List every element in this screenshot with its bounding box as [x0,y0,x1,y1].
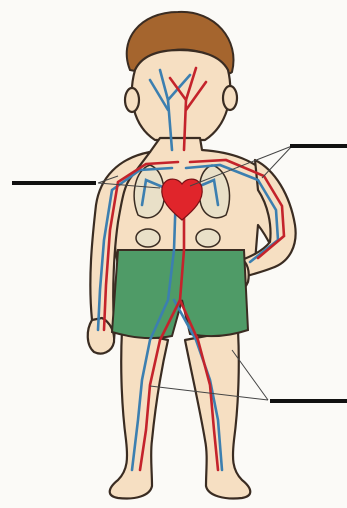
pointer-top-right-to-arm [262,146,292,178]
right-ear [223,86,237,110]
left-kidney [136,229,160,247]
right-kidney [196,229,220,247]
left-ear [125,88,139,112]
